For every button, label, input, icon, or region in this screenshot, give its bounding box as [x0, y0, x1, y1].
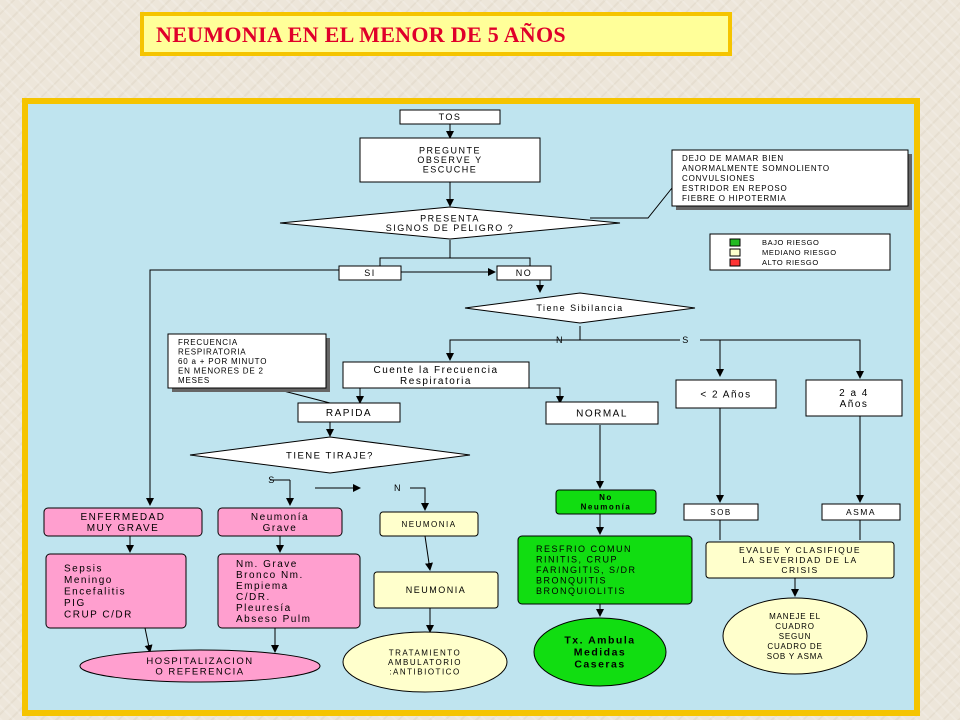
si-box-text: SI — [364, 268, 376, 278]
tos-box: TOS — [399, 109, 501, 125]
asma-box: ASMA — [821, 503, 901, 521]
arrow-neumonia-small-big — [424, 535, 433, 571]
no-box-text: NO — [516, 268, 533, 278]
menor2-box: < 2 Años — [675, 379, 777, 409]
label-tiraje-s-text: S — [268, 475, 276, 485]
neumonia-small-box-text: NEUMONIA — [401, 520, 456, 529]
line-signos-split — [379, 240, 451, 268]
legend-label: BAJO RIESGO — [762, 238, 819, 247]
menor2-box-text: < 2 Años — [700, 390, 751, 401]
label-s-text: S — [682, 335, 690, 345]
arrow-n-cuente — [446, 339, 560, 361]
arrow-si-enfermedad — [146, 269, 380, 506]
no-box: NO — [496, 265, 552, 281]
si-box: SI — [338, 265, 402, 281]
line-peligro-callout — [590, 187, 673, 219]
line-signos-no — [450, 257, 531, 268]
title-banner: NEUMONIA EN EL MENOR DE 5 AÑOS — [140, 12, 732, 56]
normal-box-text: NORMAL — [576, 409, 628, 420]
legend-swatch — [729, 238, 741, 247]
legend-swatch — [729, 248, 741, 257]
label-n-text: N — [556, 335, 564, 345]
rapida-box: RAPIDA — [297, 402, 401, 423]
asma-box-text: ASMA — [846, 507, 876, 517]
arrow-sepsis-hospital — [144, 627, 153, 653]
tiraje-diamond: TIENE TIRAJE? — [189, 436, 471, 474]
sob-box: SOB — [683, 503, 759, 521]
neumonia-big-box: NEUMONIA — [373, 571, 499, 609]
rapida-box-text: RAPIDA — [326, 408, 372, 419]
legend-label: MEDIANO RIESGO — [762, 248, 837, 257]
normal-box: NORMAL — [545, 401, 659, 425]
arrow-tiraje-n — [410, 487, 429, 511]
sibilancia-diamond-text: Tiene Sibilancia — [536, 303, 623, 313]
neumonia-big-box-text: NEUMONIA — [406, 585, 467, 595]
legend-label: ALTO RIESGO — [762, 258, 819, 267]
neumonia-small-box: NEUMONIA — [379, 511, 479, 537]
arrow-cuente-normal — [500, 387, 564, 404]
arrow-cuente-rapida — [356, 387, 390, 404]
page-title: NEUMONIA EN EL MENOR DE 5 AÑOS — [156, 22, 566, 47]
arrow-s-dos-a-cuatro — [700, 339, 864, 379]
sibilancia-diamond: Tiene Sibilancia — [464, 292, 696, 324]
tiraje-diamond-text: TIENE TIRAJE? — [286, 450, 374, 461]
legend-swatch — [729, 258, 741, 267]
sob-box-text: SOB — [710, 508, 731, 517]
label-tiraje-n-text: N — [394, 483, 402, 493]
tos-box-text: TOS — [439, 112, 462, 122]
